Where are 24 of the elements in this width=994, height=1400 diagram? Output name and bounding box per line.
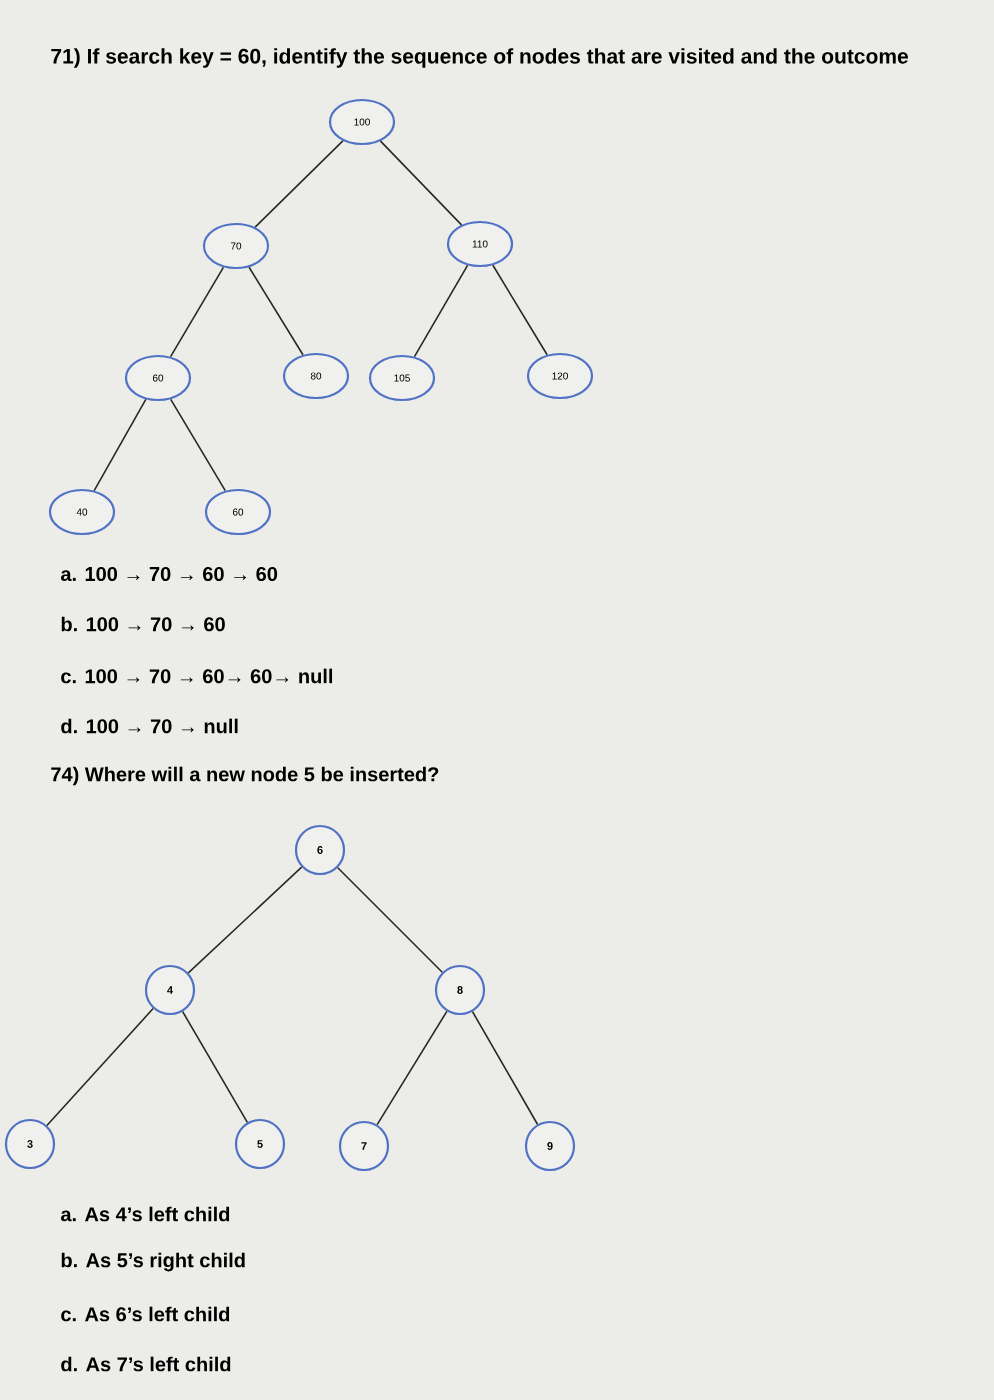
tree-edge (248, 266, 304, 356)
tree-edge (169, 398, 227, 492)
tree-edge (181, 1010, 249, 1124)
answer-option: d. As 7’s left child (61, 1356, 231, 1372)
answer-option: d. 100 → 70 → null (61, 718, 238, 734)
tree-edge (336, 866, 444, 974)
question-text: 74) Where will a new node 5 be inserted? (51, 766, 439, 786)
answer-option: a. 100 → 70 → 60 → 60 (61, 566, 278, 582)
tree-edge (254, 140, 344, 228)
tree-edge (169, 266, 225, 358)
tree-edge (46, 1007, 154, 1127)
tree-edge (471, 1010, 539, 1126)
answer-option: b. As 5’s right child (61, 1252, 245, 1272)
answer-option: a. As 4’s left child (61, 1206, 230, 1222)
tree-edge (492, 264, 548, 356)
tree-edge (93, 398, 147, 492)
question-title: 71) If search key = 60, identify the sequence of nodes that are visited and the outcome (51, 48, 908, 68)
answer-option: c. 100 → 70 → 60→ 60→ null (61, 668, 333, 684)
tree-edge (379, 140, 463, 226)
tree-edge (187, 866, 303, 974)
tree-edge (413, 264, 469, 358)
tree-edge (376, 1010, 448, 1126)
answer-option: b. 100 → 70 → 60 (61, 616, 225, 632)
answer-option: c. As 6’s left child (61, 1306, 230, 1322)
